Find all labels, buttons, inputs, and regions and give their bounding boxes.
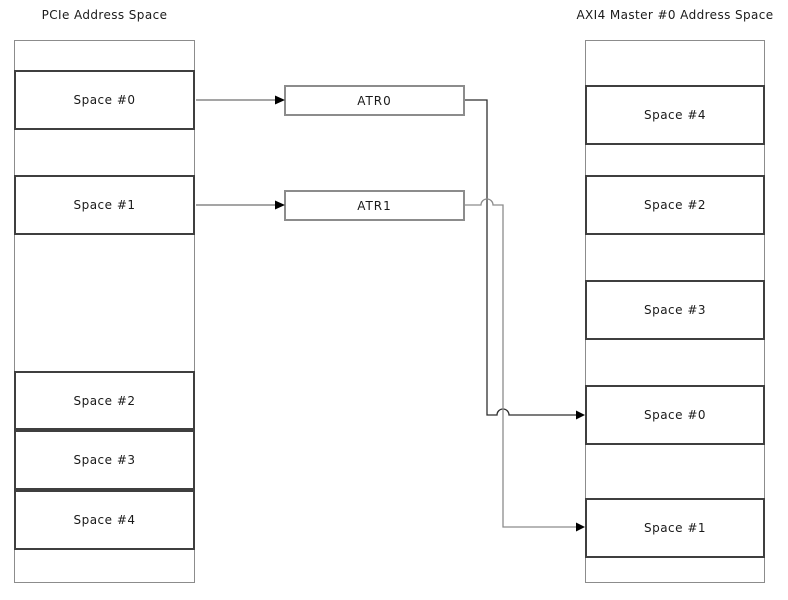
atr1-box: ATR1	[284, 190, 465, 221]
pcie-space-0: Space #0	[14, 70, 195, 130]
axi4-space-1: Space #1	[585, 498, 765, 558]
atr0-box: ATR0	[284, 85, 465, 116]
axi4-space-0-label: Space #0	[643, 408, 707, 422]
pcie-space-1: Space #1	[14, 175, 195, 235]
pcie-space-2: Space #2	[14, 371, 195, 430]
axi4-space-1-label: Space #1	[643, 521, 707, 535]
arrowhead-atr1-to-axi4-space1	[576, 522, 585, 532]
arrow-line-atr1-to-axi4-space1	[465, 198, 576, 528]
axi4-space-4: Space #4	[585, 85, 765, 145]
axi4-space-0: Space #0	[585, 385, 765, 445]
pcie-space-1-label: Space #1	[73, 198, 136, 212]
pcie-space-4-label: Space #4	[73, 513, 136, 527]
axi4-column-title: AXI4 Master #0 Address Space	[576, 8, 774, 22]
pcie-address-space-column: Space #0 Space #1 Space #2 Space #3 Spac…	[14, 40, 195, 583]
pcie-space-3-label: Space #3	[73, 453, 136, 467]
pcie-space-0-label: Space #0	[73, 93, 136, 107]
pcie-space-4: Space #4	[14, 490, 195, 550]
atr1-label: ATR1	[357, 198, 392, 213]
arrowhead-atr0-to-axi4-space0	[576, 410, 585, 420]
arrow-line-atr0-to-axi4-space0	[465, 99, 576, 416]
axi4-space-3: Space #3	[585, 280, 765, 340]
axi4-space-3-label: Space #3	[643, 303, 707, 317]
axi4-master-address-space-column: Space #4 Space #2 Space #3 Space #0 Spac…	[585, 40, 765, 583]
axi4-space-2-label: Space #2	[643, 198, 707, 212]
pcie-column-title: PCIe Address Space	[41, 8, 168, 22]
pcie-space-2-label: Space #2	[73, 393, 136, 408]
atr0-label: ATR0	[357, 93, 392, 108]
axi4-space-4-label: Space #4	[643, 108, 707, 122]
axi4-space-2: Space #2	[585, 175, 765, 235]
pcie-space-3: Space #3	[14, 430, 195, 490]
